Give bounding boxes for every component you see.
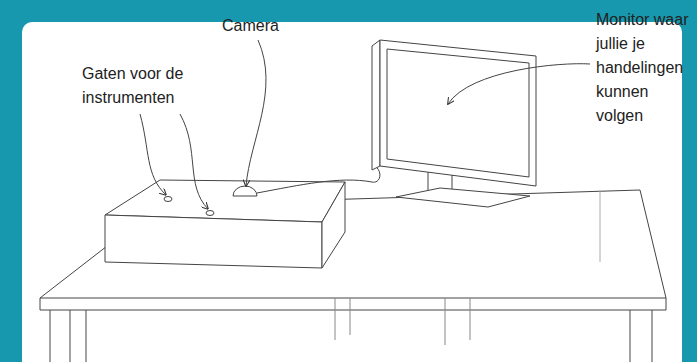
callout-label: Monitor waar jullie je handelingen kunne… <box>596 8 696 128</box>
callout-label: Gaten voor de instrumenten <box>82 62 194 110</box>
leader-line <box>448 64 590 104</box>
leader-line <box>140 114 166 195</box>
leader-line <box>246 40 266 186</box>
camera-dome <box>233 186 257 196</box>
monitor-base <box>396 188 530 207</box>
box-front <box>105 215 322 268</box>
instrument-hole <box>164 197 172 202</box>
cable <box>257 165 380 193</box>
callout-label: Camera <box>222 14 302 38</box>
table-leg <box>50 310 652 362</box>
instrument-hole <box>206 211 214 216</box>
leader-line <box>180 114 208 209</box>
panel <box>22 22 682 362</box>
monitor-frame <box>380 40 536 186</box>
monitor-side <box>372 40 380 170</box>
table-edge <box>40 298 666 310</box>
monitor-screen <box>387 49 529 177</box>
table-leg <box>335 298 470 345</box>
box-side <box>322 182 345 268</box>
